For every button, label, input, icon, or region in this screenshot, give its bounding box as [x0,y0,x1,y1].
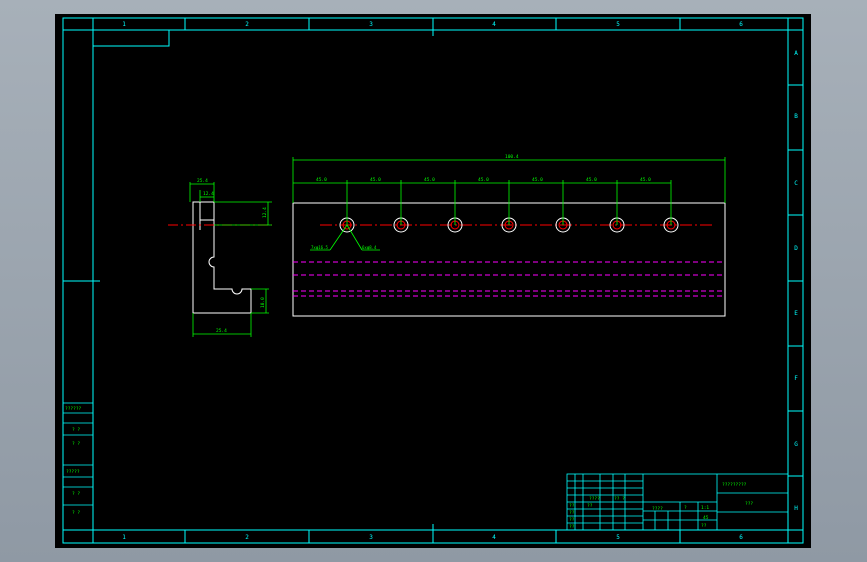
stamp-line-6: ? ? [72,510,80,516]
material-code: 45 [703,515,709,521]
side-dim-right-lower: 10.0 [260,297,266,308]
spacing-dimension-label: 45.0 [478,177,489,183]
stamp-line-5: ? ? [72,491,80,497]
left-stamp: ?????? ? ? ? ? ????? ? ? ? ? [62,402,94,531]
hole-callout-left: 7xφ16.5 [311,245,328,250]
zone-bottom-5: 5 [616,534,620,541]
stamp-line-1: ?????? [65,406,82,412]
zone-top-4: 4 [492,21,496,28]
side-dim-top-inner: 12.4 [203,191,214,197]
zone-top-2: 2 [245,21,249,28]
title-block[interactable]: ????????? ??? ???? 1:1 ? ?? 45 ???? ?? ?… [566,473,789,531]
zone-top-1: 1 [122,21,126,28]
zone-top-3: 3 [369,21,373,28]
zone-row-c: C [794,180,798,187]
paper [55,14,811,548]
stamp-line-2: ? ? [72,427,80,433]
scale-label: ???? [652,506,663,512]
design-label: ???? [589,496,600,502]
zone-bottom-1: 1 [122,534,126,541]
front-dim-overall: 100.4 [505,154,519,160]
spacing-dimension-label: 45.0 [640,177,651,183]
side-view-outline [192,201,252,314]
side-view-dimensions [189,182,272,337]
zone-row-b: B [794,113,798,120]
row-label-1: ?? [569,503,575,509]
stamp-line-4: ????? [66,469,80,475]
stamp-line-3: ? ? [72,441,80,447]
spacing-dimension-label: 45.0 [316,177,327,183]
zone-bottom-3: 3 [369,534,373,541]
row-label-4: ?? [569,524,575,530]
scale-value: 1:1 [701,505,709,511]
hole-callout-right: 6xφ8.4 [362,245,377,250]
zone-row-g: G [794,441,798,448]
hole-callout-leaders [310,224,380,251]
row-label-2: ?? [569,510,575,516]
front-view[interactable]: 100.4 45.0 45.0 45.0 45.0 45.0 45.0 45.0 7xφ16… [292,154,726,317]
zone-row-a: A [794,50,798,57]
side-dim-right-upper: 12.4 [262,207,268,218]
side-dim-top-outer: 25.4 [197,178,208,184]
zone-row-d: D [794,245,798,252]
hidden-lines [293,261,725,297]
row-label-3: ?? [569,517,575,523]
zone-top-5: 5 [616,21,620,28]
spacing-dimension-label: 45.0 [586,177,597,183]
part-name: ??? [745,501,753,507]
row-label-5: ?? [587,503,593,509]
spacing-dimension-label: 45.0 [532,177,543,183]
zone-row-e: E [794,310,798,317]
drawing-title: ????????? [722,482,747,488]
side-view[interactable]: 25.4 12.4 12.4 10.0 25.4 [168,178,272,337]
zone-top-6: 6 [739,21,743,28]
zone-bottom-2: 2 [245,534,249,541]
spacing-dimension-label: 45.0 [424,177,435,183]
spacing-dimension-label: 45.0 [370,177,381,183]
zone-bottom-6: 6 [739,534,743,541]
rev-label: ?? [701,523,707,529]
zone-row-f: F [794,375,798,382]
front-view-dimensions [292,157,726,225]
zone-row-h: H [794,505,798,512]
mark-label: ?? ? [614,496,625,502]
zone-bottom-4: 4 [492,534,496,541]
sheet-label: ? [684,505,687,511]
side-dim-bottom: 25.4 [216,328,227,334]
